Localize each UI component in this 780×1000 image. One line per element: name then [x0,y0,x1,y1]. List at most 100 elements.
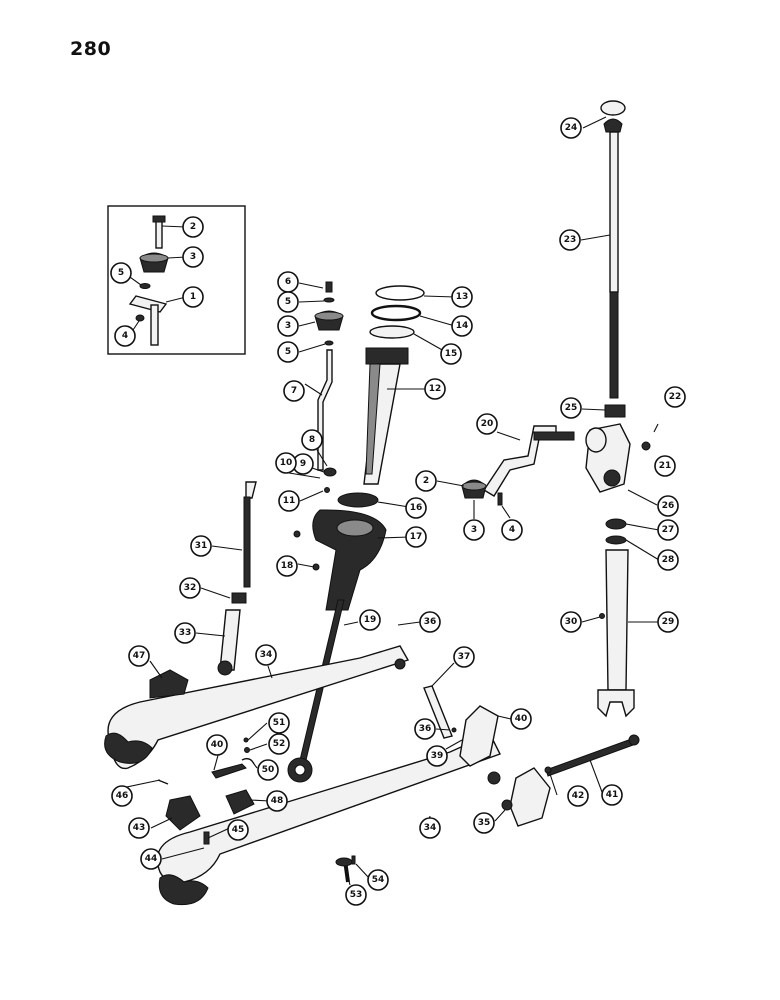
callout-circle [111,785,133,807]
callout-circle [657,549,679,571]
callout-label: 34 [424,823,437,833]
callout-32: 32 [179,577,201,599]
callout-5: 5 [277,341,299,363]
callout-label: 51 [273,718,286,728]
callout-label: 21 [659,461,672,471]
callout-22: 22 [664,386,686,408]
callout-label: 40 [515,714,528,724]
callout-3: 3 [463,519,485,541]
callout-15: 15 [440,343,462,365]
callout-circle [424,378,446,400]
callout-circle [266,790,288,812]
callout-circle [182,246,204,268]
callout-label: 5 [285,347,291,357]
bracket-47 [149,669,189,699]
callout-circle [128,817,150,839]
callout-circle [451,286,473,308]
callout-label: 4 [122,331,128,341]
callout-40: 40 [510,708,532,730]
callout-circle [440,343,462,365]
housing-26-port [603,469,621,487]
leader [150,817,173,829]
callout-circle [276,555,298,577]
inset-knob-top [139,253,169,263]
callout-46: 46 [111,785,133,807]
callout-circle [453,646,475,668]
callout-47: 47 [128,645,150,667]
lower-link-upper [104,619,426,770]
callout-label: 10 [280,458,293,468]
callout-label: 31 [195,541,208,551]
callout-54: 54 [367,869,389,891]
callout-circle [255,644,277,666]
leader [445,739,463,750]
nut-32 [231,592,247,604]
block-48 [225,789,255,815]
callout-circle [657,519,679,541]
leader [195,632,226,637]
leader [316,449,328,467]
inset-nut [135,314,145,322]
callout-circle [654,455,676,477]
bracket-40b [509,767,551,827]
leader [377,536,411,539]
callout-circle [301,429,323,451]
callout-45: 45 [227,819,249,841]
callout-label: 44 [145,854,158,864]
leader [582,116,607,129]
callout-41: 41 [601,784,623,806]
callout-14: 14 [451,315,473,337]
callout-3: 3 [277,315,299,337]
callout-circle [419,611,441,633]
callout-10: 10 [275,452,297,474]
inset-washer [139,283,151,289]
callout-20: 20 [476,413,498,435]
callout-circle [345,884,367,906]
washer-52 [244,747,250,753]
bolt-18a [293,530,301,538]
callout-label: 20 [481,419,494,429]
callout-13: 13 [451,286,473,308]
callout-label: 12 [429,384,442,394]
callout-37: 37 [453,646,475,668]
callout-label: 53 [350,890,363,900]
callout-2: 2 [415,470,437,492]
leader [589,759,603,793]
callout-label: 25 [565,403,578,413]
callout-6: 6 [277,271,299,293]
bolt-41 [545,737,637,777]
pin-4b [497,492,503,506]
callout-circle [275,452,297,474]
washer-5 [323,297,335,303]
nut-21 [641,441,651,451]
callout-circle [664,386,686,408]
leader [343,621,359,626]
callout-circle [559,229,581,251]
callout-label: 42 [572,791,585,801]
inset-frame [107,205,246,355]
callout-11: 11 [278,490,300,512]
callout-label: 23 [564,235,577,245]
leader [161,847,205,860]
callout-label: 35 [478,818,491,828]
washer-5b [324,340,334,346]
callout-circle [414,718,436,740]
inset-bolt [155,219,163,249]
callout-circle [476,413,498,435]
callout-5: 5 [277,291,299,313]
washer-15 [369,325,415,339]
callout-label: 26 [662,501,675,511]
callout-circle [405,497,427,519]
vertical-rod-assembly [580,100,660,718]
callout-label: 11 [283,496,296,506]
callout-label: 7 [291,386,297,396]
leader [355,863,370,879]
callout-43: 43 [128,817,150,839]
leader [267,665,273,679]
callout-label: 36 [424,617,437,627]
tube-29 [605,549,629,691]
callout-35: 35 [473,812,495,834]
rod-23-upper [609,131,619,293]
